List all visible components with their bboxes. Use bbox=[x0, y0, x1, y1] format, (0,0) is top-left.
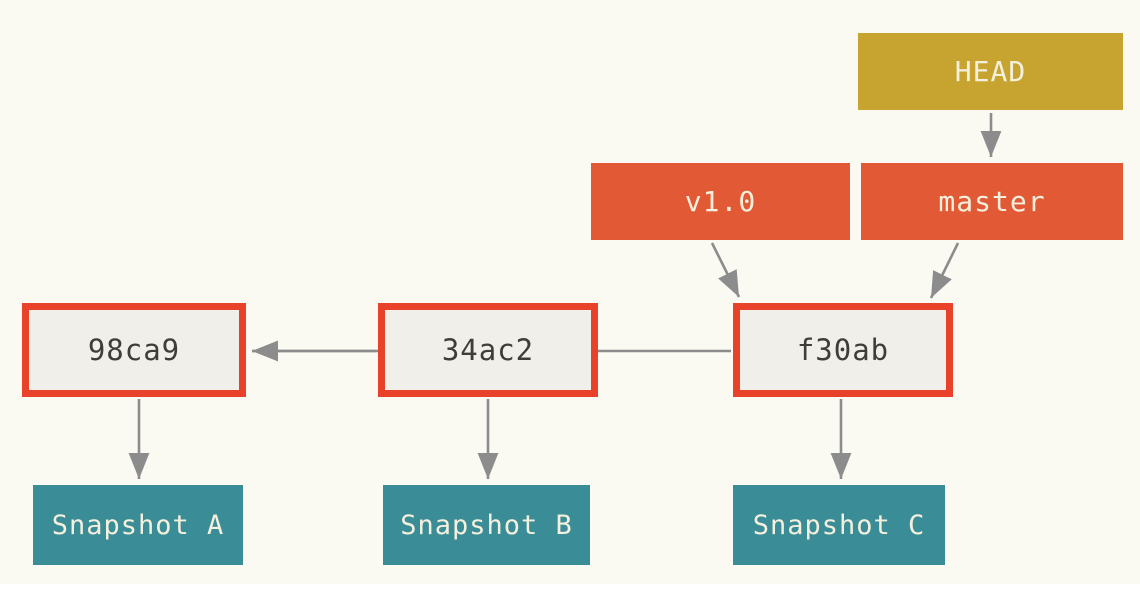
commit-id: f30ab bbox=[796, 333, 890, 367]
branch-label: master bbox=[938, 185, 1046, 218]
snapshot-label: Snapshot B bbox=[400, 509, 573, 541]
commit-box-34ac2: 34ac2 bbox=[378, 303, 598, 397]
snapshot-a-box: Snapshot A bbox=[33, 485, 243, 565]
commit-id: 98ca9 bbox=[87, 333, 181, 367]
tag-label: v1.0 bbox=[684, 185, 757, 218]
arrow-master-to-f30ab bbox=[929, 242, 960, 299]
tag-v1.0-box: v1.0 bbox=[591, 163, 850, 240]
snapshot-b-box: Snapshot B bbox=[383, 485, 590, 565]
head-pointer-box: HEAD bbox=[858, 33, 1123, 110]
commit-box-f30ab: f30ab bbox=[733, 303, 953, 397]
commit-id: 34ac2 bbox=[441, 333, 535, 367]
snapshot-label: Snapshot C bbox=[752, 509, 926, 541]
commit-box-98ca9: 98ca9 bbox=[22, 303, 246, 397]
snapshot-c-box: Snapshot C bbox=[733, 485, 945, 565]
snapshot-label: Snapshot A bbox=[51, 509, 225, 541]
head-label: HEAD bbox=[954, 55, 1027, 88]
arrow-v1.0-to-f30ab bbox=[710, 242, 741, 298]
branch-master-box: master bbox=[861, 163, 1123, 240]
